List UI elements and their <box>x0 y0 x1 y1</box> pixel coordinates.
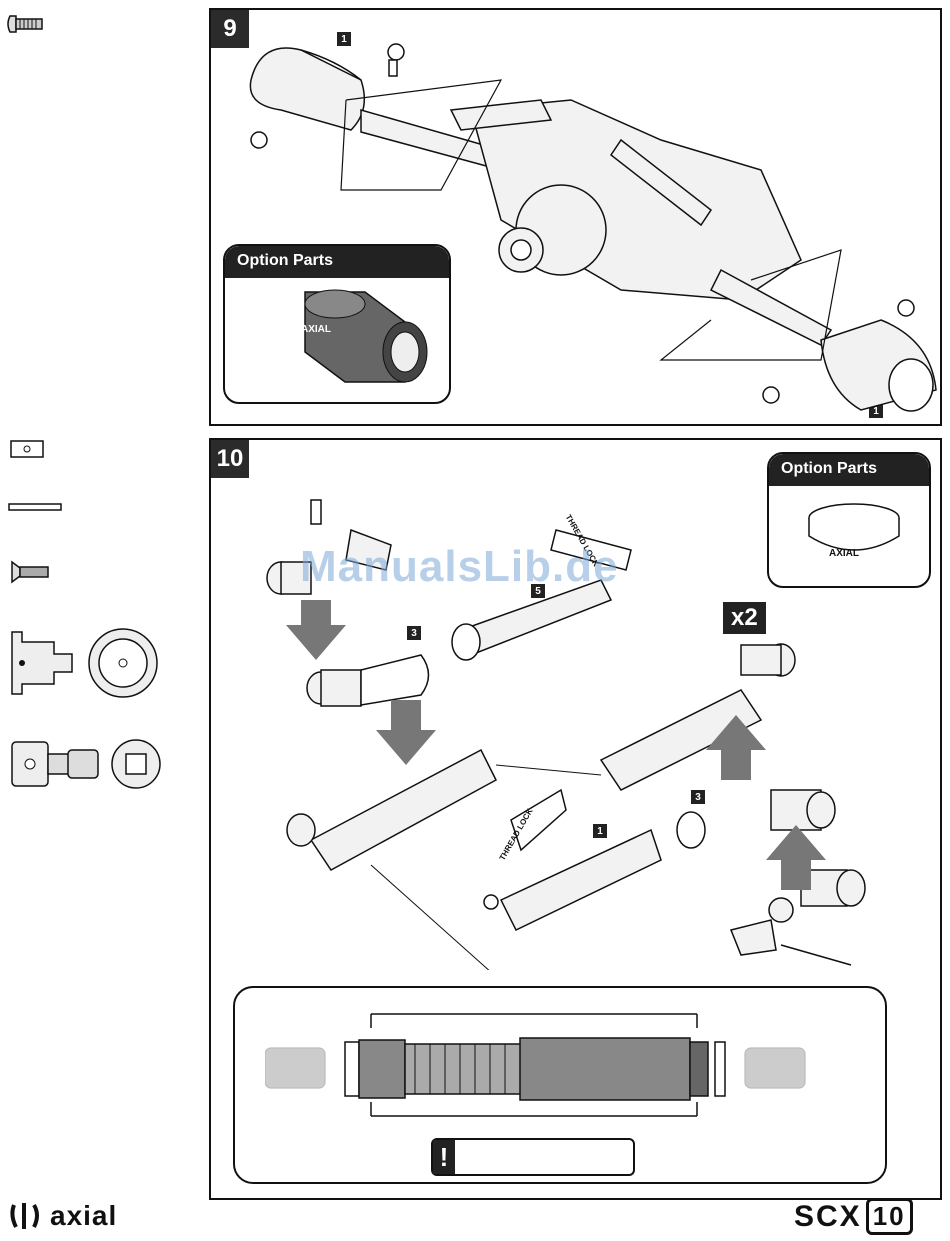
flat-head-screw-icon <box>10 560 50 584</box>
length-detail-callout: ! <box>233 986 887 1184</box>
model-name: SCX <box>794 1200 862 1234</box>
model-number: 10 <box>866 1198 913 1235</box>
button-head-screw-icon <box>6 12 46 36</box>
warning-icon: ! <box>433 1140 455 1174</box>
axial-logo: axial <box>8 1200 117 1232</box>
brand-name: axial <box>50 1200 117 1232</box>
assembled-driveshaft-diagram <box>265 1008 865 1128</box>
step-number: 10 <box>211 440 249 478</box>
pin-icon <box>8 502 62 512</box>
step-9-panel: 9 1 1 <box>209 8 942 426</box>
universal-joint-icon <box>8 736 163 792</box>
model-logo: SCX 10 <box>794 1198 913 1235</box>
option-parts-title: Option Parts <box>225 246 449 278</box>
option-parts-box: Option Parts AXIAL <box>223 244 451 404</box>
option-brand: AXIAL <box>301 324 331 335</box>
option-parts-title: Option Parts <box>769 454 929 486</box>
cup-part-icon <box>8 626 163 700</box>
aluminum-cup-icon <box>285 282 435 392</box>
set-screw-icon <box>10 440 44 458</box>
warning-note: ! <box>431 1138 635 1176</box>
axial-logo-icon <box>8 1201 42 1231</box>
watermark-text: ManualsLib.de <box>300 542 619 592</box>
